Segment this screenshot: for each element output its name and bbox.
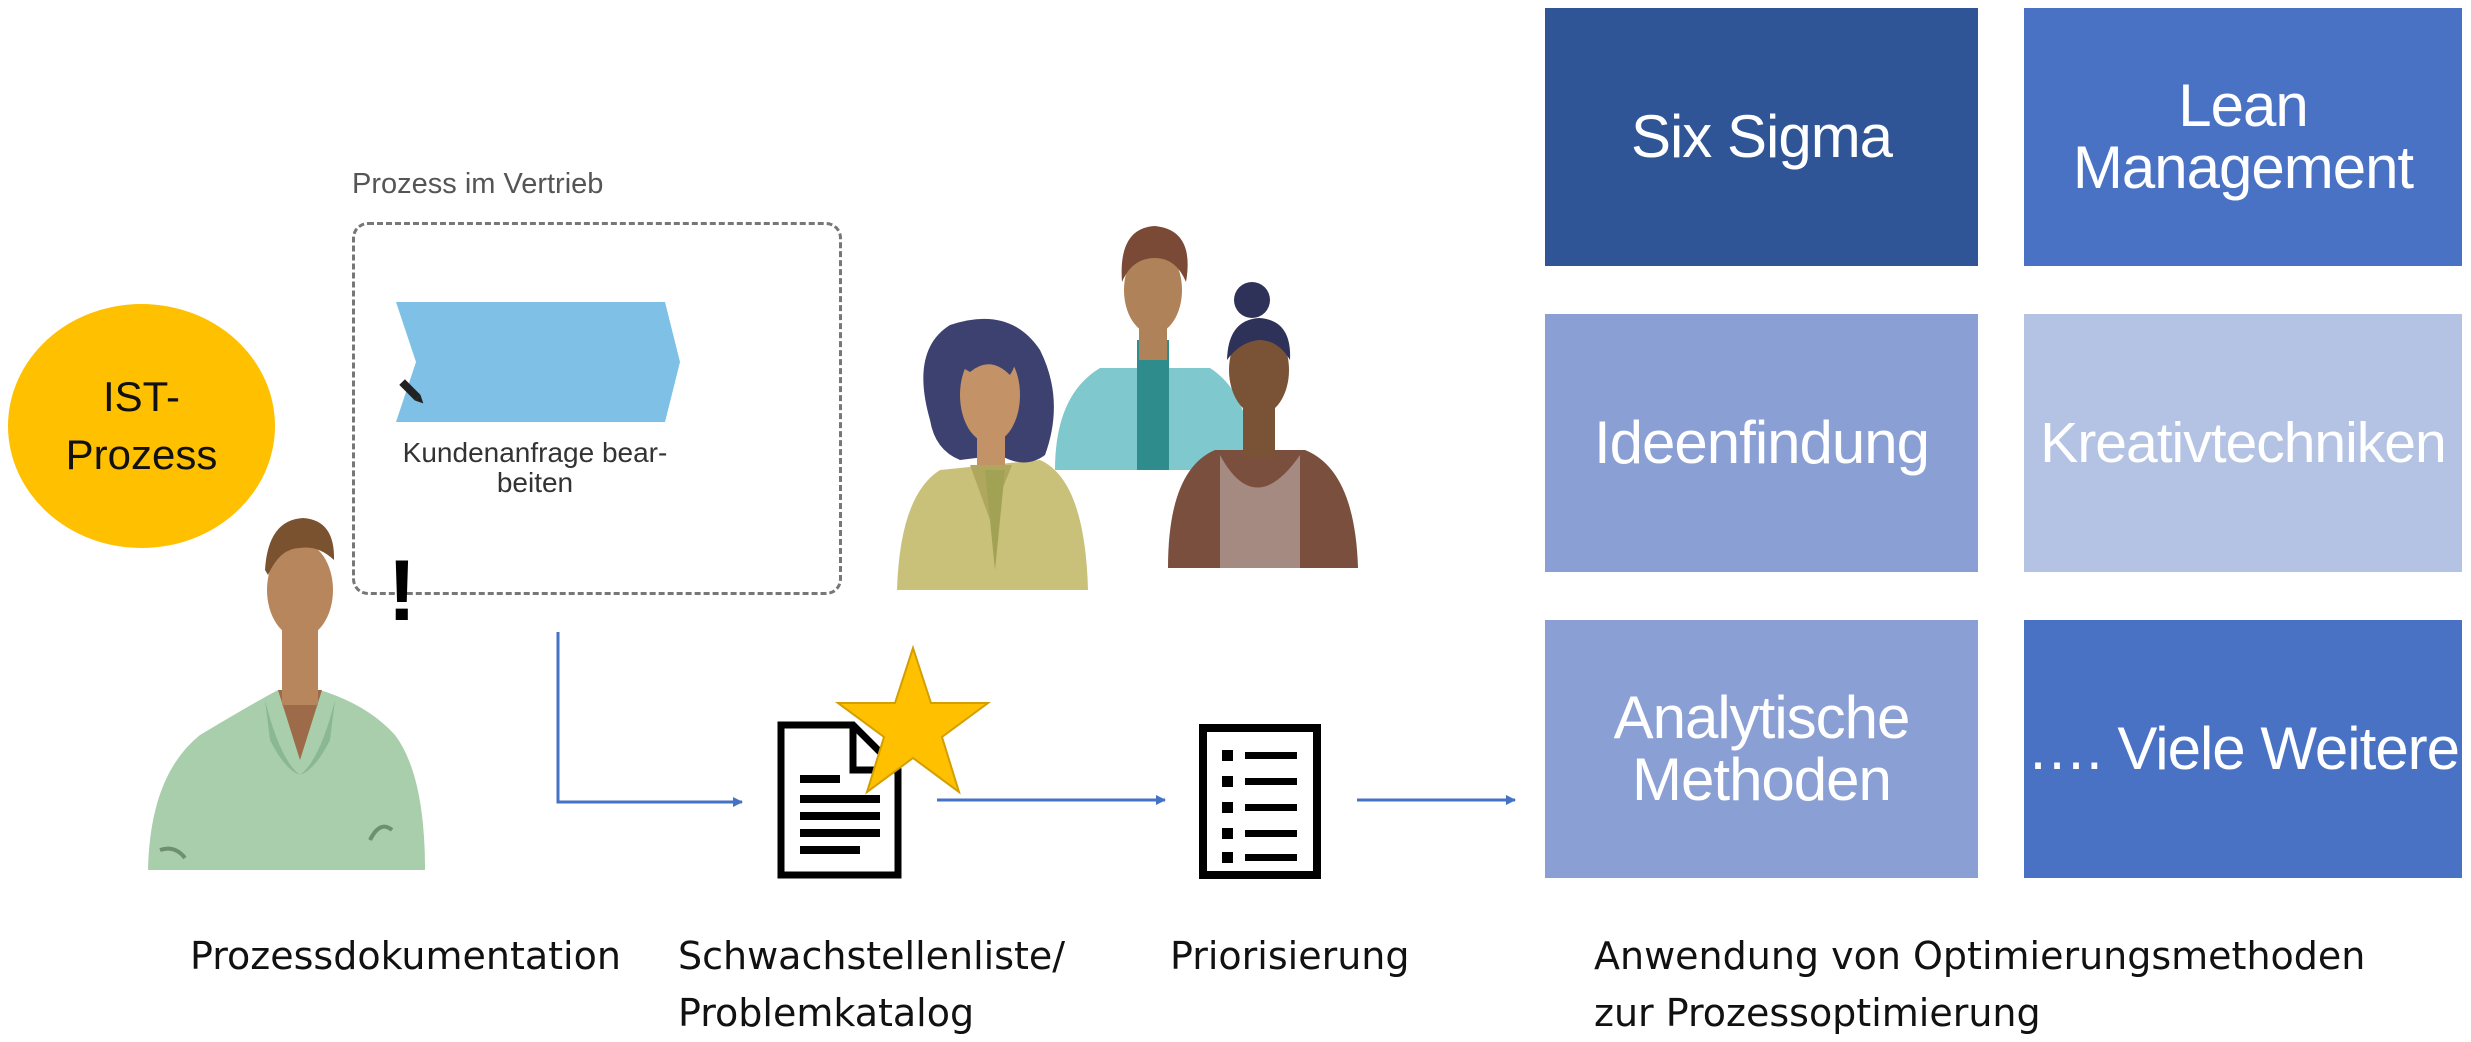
activity-label: Kundenanfrage bear- beiten: [402, 437, 668, 498]
checklist-icon: [1199, 724, 1321, 879]
method-tile-six-sigma[interactable]: Six Sigma: [1545, 8, 1978, 266]
team-illustration: [897, 226, 1358, 590]
caption-weakness-list: Schwachstellenliste/ Problemkatalog: [678, 934, 1066, 1035]
person-documenter-illustration: [148, 518, 425, 870]
ist-process-circle[interactable]: IST- Prozess: [8, 304, 275, 548]
method-tile-lean-management[interactable]: Lean Management: [2024, 8, 2462, 266]
process-box-title: Prozess im Vertrieb: [352, 168, 604, 200]
connector-elbow-arrow: [556, 632, 743, 807]
pencil-icon: [399, 379, 424, 404]
process-box: [352, 222, 842, 595]
activity-chevron[interactable]: [396, 302, 680, 422]
method-tile-label: …. Viele Weitere: [2027, 715, 2460, 782]
method-tile-label: Analytische Methoden: [1613, 684, 1911, 813]
star-icon: [834, 644, 992, 795]
method-tile-kreativtechniken[interactable]: Kreativtechniken: [2024, 314, 2462, 572]
caption-documentation: Prozessdokumentation: [190, 934, 621, 978]
caption-application: Anwendung von Optimierungsmethoden zur P…: [1594, 934, 2366, 1035]
method-tile-label: Six Sigma: [1630, 103, 1893, 170]
document-icon: [777, 721, 902, 879]
method-tile-label: Ideenfindung: [1594, 409, 1930, 476]
exclamation-mark-icon: !: [387, 543, 417, 639]
method-tile-label: Lean Management: [2072, 72, 2414, 201]
method-tile-label: Kreativtechniken: [2040, 411, 2446, 475]
method-tile-viele-weitere[interactable]: …. Viele Weitere: [2024, 620, 2462, 878]
ist-process-label: IST- Prozess: [65, 373, 218, 478]
caption-prioritization: Priorisierung: [1170, 934, 1410, 978]
method-tile-ideenfindung[interactable]: Ideenfindung: [1545, 314, 1978, 572]
method-tile-analytische-methoden[interactable]: Analytische Methoden: [1545, 620, 1978, 878]
